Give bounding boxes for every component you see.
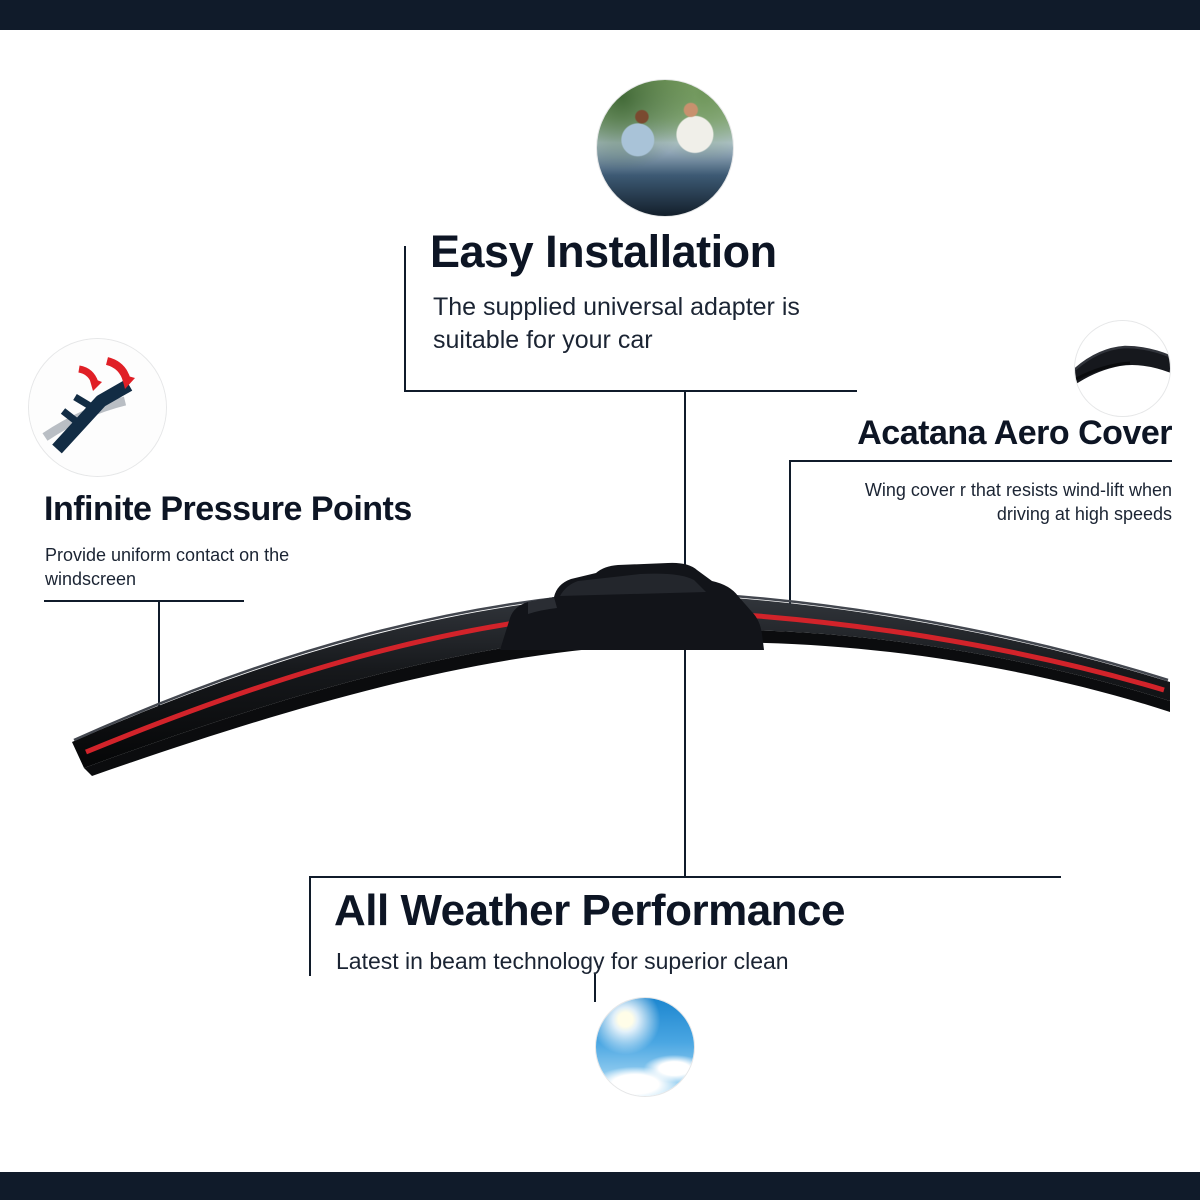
aero-cover-closeup-graphic [1075, 321, 1170, 416]
feature-description-aero-cover: Wing cover r that resists wind-lift when… [864, 480, 1172, 524]
sky-image [596, 998, 694, 1096]
pressure-points-image [29, 339, 166, 476]
callout-connector-aero-cover [789, 460, 791, 615]
callout-line-all-weather-horizontal [309, 876, 1061, 878]
installation-photo [597, 80, 733, 216]
feature-title-easy-installation: Easy Installation [430, 226, 777, 277]
callout-line-pressure-points-horizontal [44, 600, 244, 602]
pressure-points-graphic [29, 339, 166, 476]
feature-title-all-weather: All Weather Performance [334, 886, 845, 935]
callout-connector-all-weather [684, 630, 686, 878]
top-border-bar [0, 0, 1200, 30]
callout-connector-pressure-points [158, 600, 160, 715]
feature-title-pressure-points: Infinite Pressure Points [44, 490, 412, 528]
callout-line-aero-cover-horizontal [789, 460, 1172, 462]
aero-cover-image [1075, 321, 1170, 416]
callout-line-easy-installation-horizontal [404, 390, 857, 392]
callout-line-all-weather-vertical [309, 876, 311, 976]
feature-description-all-weather: Latest in beam technology for superior c… [336, 948, 789, 974]
feature-description-pressure-points: Provide uniform contact on the windscree… [45, 545, 290, 589]
feature-title-aero-cover: Acatana Aero Cover [857, 414, 1172, 452]
bottom-border-bar [0, 1172, 1200, 1200]
callout-connector-sky-photo [594, 974, 596, 1002]
callout-connector-easy-installation [684, 390, 686, 590]
feature-description-easy-installation: The supplied universal adapter is suitab… [433, 293, 800, 354]
callout-line-easy-installation-vertical [404, 246, 406, 392]
